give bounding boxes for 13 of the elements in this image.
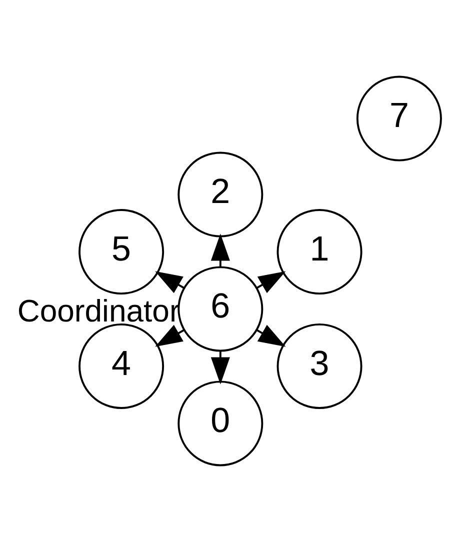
arrow [256, 324, 286, 346]
arrow [155, 270, 185, 293]
arrow [210, 350, 230, 384]
arrow [256, 270, 286, 293]
node-circle: 0 [178, 380, 264, 466]
node-circle: 5 [78, 208, 164, 294]
node-circle: 4 [78, 322, 164, 408]
node-circle: 2 [178, 151, 264, 237]
node-circle: 1 [276, 208, 362, 294]
arrow [210, 233, 230, 267]
node-circle: 7 [356, 75, 442, 161]
arrow [155, 324, 185, 346]
node-circle: 3 [276, 322, 362, 408]
